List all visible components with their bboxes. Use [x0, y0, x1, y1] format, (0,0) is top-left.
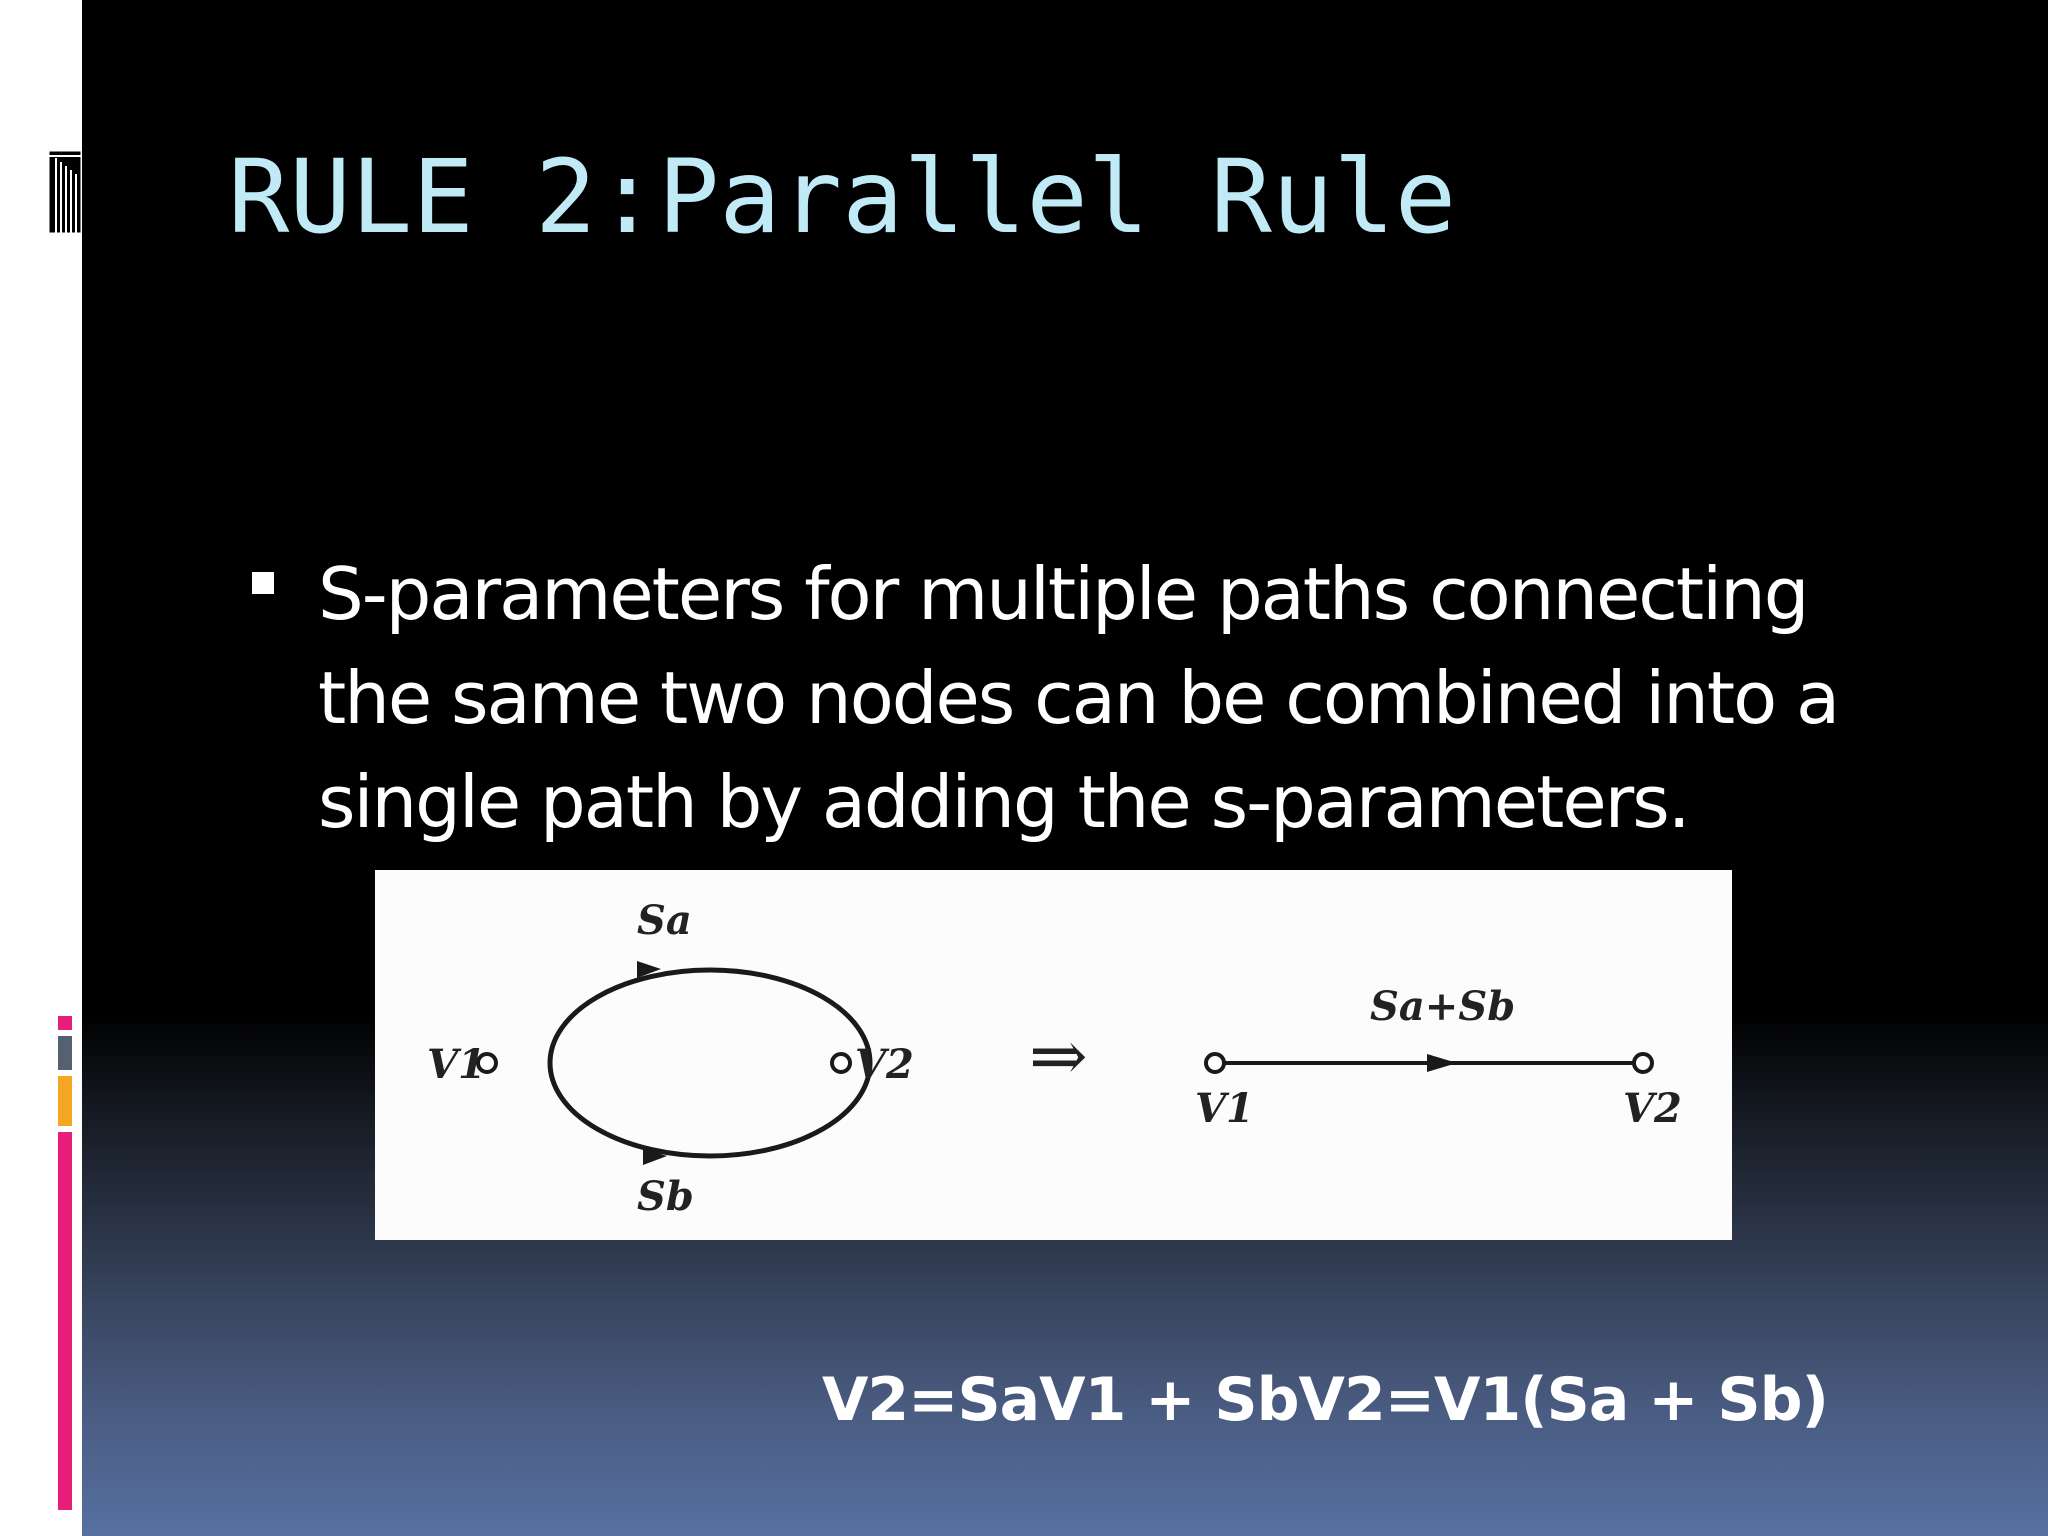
- node-right-v1: [1204, 1052, 1226, 1074]
- decorative-comb: [46, 148, 84, 236]
- implies-arrow-icon: ⇒: [1029, 1015, 1088, 1097]
- arrow-combined-icon: [1427, 1054, 1457, 1072]
- parallel-paths-loop: [547, 967, 873, 1159]
- accent-bar-slate: [58, 1036, 72, 1070]
- bullet-item: S-parameters for multiple paths connecti…: [240, 542, 1920, 854]
- signal-flow-figure: Sa Sb V1 V2 ⇒ Sa+Sb V1 V2: [375, 870, 1732, 1240]
- decorative-comb-icon: [46, 148, 84, 236]
- label-right-v2: V2: [1623, 1085, 1682, 1132]
- accent-bar-pink: [58, 1132, 72, 1510]
- square-bullet-icon: [252, 572, 274, 594]
- label-left-v1: V1: [427, 1041, 486, 1088]
- label-left-v2: V2: [855, 1041, 914, 1088]
- accent-bar-pink-top: [58, 1016, 72, 1030]
- slide-title: RULE 2:Parallel Rule: [228, 138, 1457, 257]
- arrow-top-icon: [637, 961, 661, 978]
- label-sa-plus-sb: Sa+Sb: [1370, 983, 1515, 1030]
- bullet-text: S-parameters for multiple paths connecti…: [318, 552, 1840, 844]
- node-left-v1: [476, 1052, 498, 1074]
- bullet-list: S-parameters for multiple paths connecti…: [240, 542, 1920, 854]
- node-left-v2: [830, 1052, 852, 1074]
- accent-bar-orange: [58, 1076, 72, 1126]
- node-right-v2: [1632, 1052, 1654, 1074]
- label-right-v1: V1: [1195, 1085, 1254, 1132]
- arrow-bottom-icon: [643, 1148, 667, 1165]
- label-sb: Sb: [637, 1173, 694, 1220]
- label-sa: Sa: [637, 897, 692, 944]
- equation: V2=SaV1 + SbV2=V1(Sa + Sb): [822, 1365, 1829, 1435]
- signal-flow-diagram: Sa Sb V1 V2 ⇒ Sa+Sb V1 V2: [427, 897, 1682, 1220]
- slide-background: [82, 0, 2048, 1536]
